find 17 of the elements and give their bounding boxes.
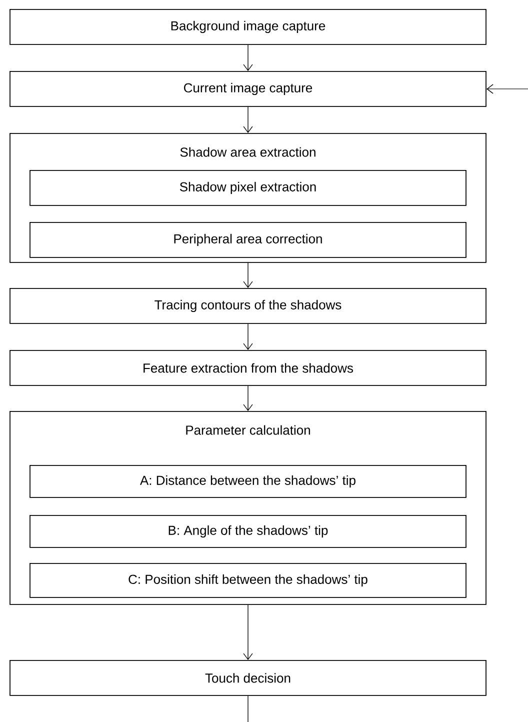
process-box: Current image capture — [10, 71, 486, 107]
arrow — [243, 262, 253, 288]
process-box: C: Position shift between the shadows’ tip — [30, 563, 466, 598]
process-box: Background image capture — [10, 9, 486, 45]
arrow — [243, 386, 253, 411]
process-box: Peripheral area correction — [30, 222, 466, 258]
arrow — [243, 324, 253, 350]
process-box: A: Distance between the shadows’ tip — [30, 465, 466, 498]
arrow — [243, 604, 253, 660]
process-box: Shadow pixel extraction — [30, 170, 466, 206]
process-box: Feature extraction from the shadows — [10, 350, 486, 386]
arrow — [486, 84, 528, 94]
process-box: B: Angle of the shadows’ tip — [30, 515, 466, 548]
process-box: Tracing contours of the shadows — [10, 288, 486, 324]
arrow — [243, 44, 253, 71]
process-box: Touch decision — [10, 660, 486, 696]
arrow — [243, 106, 253, 133]
